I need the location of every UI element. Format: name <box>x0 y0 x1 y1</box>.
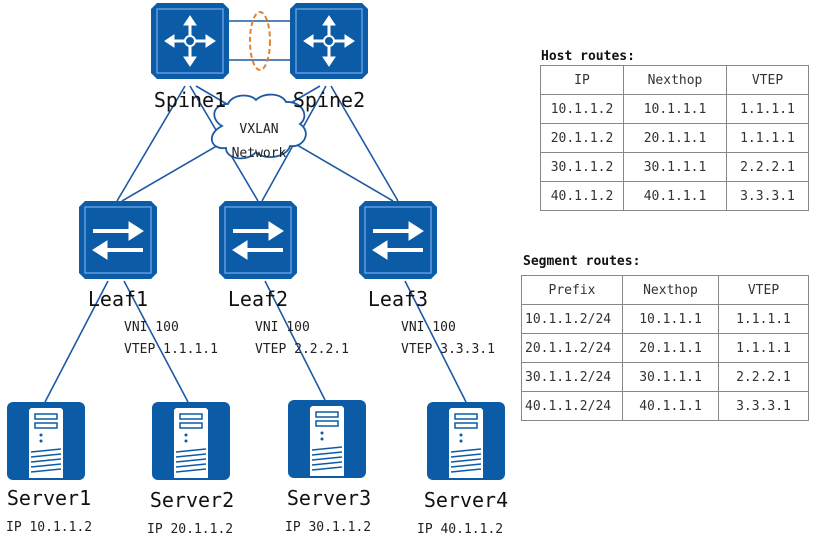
table-cell: 40.1.1.2 <box>540 181 624 211</box>
table-row: 20.1.1.2 20.1.1.1 1.1.1.1 <box>540 123 809 153</box>
table-cell: 1.1.1.1 <box>718 304 809 334</box>
server-1[interactable] <box>6 401 86 481</box>
table-cell: 10.1.1.2 <box>540 94 624 124</box>
server-icon <box>6 401 86 481</box>
core-switch-icon <box>288 1 370 81</box>
link-leaf1-server2 <box>123 280 189 403</box>
spine-2[interactable] <box>288 1 370 81</box>
table-row: 40.1.1.2 40.1.1.1 3.3.3.1 <box>540 181 809 211</box>
table-row: 40.1.1.2/24 40.1.1.1 3.3.3.1 <box>521 391 809 421</box>
server-label: Server3 <box>287 486 371 510</box>
server-3[interactable] <box>287 399 367 479</box>
network-label-line1: VXLAN <box>239 122 278 137</box>
leaf-1[interactable] <box>77 199 159 281</box>
table-cell: 20.1.1.1 <box>622 333 719 363</box>
leaf-vtep: VTEP 1.1.1.1 <box>124 342 218 357</box>
leaf-label: Leaf3 <box>368 287 428 311</box>
link-leaf1-server1 <box>44 280 109 403</box>
stack-link-ellipse <box>249 11 271 71</box>
table-cell: 10.1.1.1 <box>622 304 719 334</box>
table-row: 10.1.1.2 10.1.1.1 1.1.1.1 <box>540 94 809 124</box>
leaf-vni: VNI 100 <box>401 320 456 335</box>
table-cell: 10.1.1.1 <box>623 94 727 124</box>
server-ip: IP 40.1.1.2 <box>417 522 503 537</box>
column-header: Nexthop <box>623 65 727 95</box>
table-cell: 2.2.2.1 <box>726 152 809 182</box>
spine-label: Spine1 <box>154 88 226 112</box>
table-cell: 40.1.1.1 <box>623 181 727 211</box>
table-cell: 1.1.1.1 <box>718 333 809 363</box>
segment-routes-table: Prefix Nexthop VTEP 10.1.1.2/24 10.1.1.1… <box>521 275 809 421</box>
table-row: 30.1.1.2/24 30.1.1.1 2.2.2.1 <box>521 362 809 392</box>
server-icon <box>426 401 506 481</box>
table-cell: 2.2.2.1 <box>718 362 809 392</box>
leaf-vni: VNI 100 <box>255 320 310 335</box>
table-cell: 10.1.1.2/24 <box>521 304 623 334</box>
host-routes-table: IP Nexthop VTEP 10.1.1.2 10.1.1.1 1.1.1.… <box>540 65 809 211</box>
access-switch-icon <box>357 199 439 281</box>
cloud-icon: VXLAN Network <box>211 93 307 161</box>
leaf-2[interactable] <box>217 199 299 281</box>
leaf-label: Leaf1 <box>88 287 148 311</box>
table-cell: 20.1.1.2 <box>540 123 624 153</box>
server-label: Server2 <box>150 488 234 512</box>
core-switch-icon <box>149 1 231 81</box>
access-switch-icon <box>77 199 159 281</box>
table-cell: 30.1.1.2 <box>540 152 624 182</box>
link-spine1-leaf1 <box>116 85 186 202</box>
server-ip: IP 10.1.1.2 <box>6 520 92 535</box>
table-cell: 20.1.1.2/24 <box>521 333 623 363</box>
table-row: 10.1.1.2/24 10.1.1.1 1.1.1.1 <box>521 304 809 334</box>
link-spine2-leaf3 <box>330 85 399 202</box>
spine-label: Spine2 <box>293 88 365 112</box>
server-label: Server4 <box>424 488 508 512</box>
table-cell: 40.1.1.1 <box>622 391 719 421</box>
column-header: VTEP <box>718 275 809 305</box>
table-row: 30.1.1.2 30.1.1.1 2.2.2.1 <box>540 152 809 182</box>
server-icon <box>151 401 231 481</box>
spine-1[interactable] <box>149 1 231 81</box>
server-ip: IP 20.1.1.2 <box>147 522 233 537</box>
table-row: 20.1.1.2/24 20.1.1.1 1.1.1.1 <box>521 333 809 363</box>
table-cell: 3.3.3.1 <box>718 391 809 421</box>
server-4[interactable] <box>426 401 506 481</box>
link-leaf2-server3 <box>264 280 326 401</box>
column-header: Nexthop <box>622 275 719 305</box>
table-cell: 30.1.1.2/24 <box>521 362 623 392</box>
table-cell: 20.1.1.1 <box>623 123 727 153</box>
leaf-3[interactable] <box>357 199 439 281</box>
leaf-vtep: VTEP 3.3.3.1 <box>401 342 495 357</box>
column-header: Prefix <box>521 275 623 305</box>
table-header-row: IP Nexthop VTEP <box>540 65 809 95</box>
column-header: VTEP <box>726 65 809 95</box>
server-label: Server1 <box>7 486 91 510</box>
column-header: IP <box>540 65 624 95</box>
network-label-line2: Network <box>232 146 287 161</box>
table-cell: 1.1.1.1 <box>726 94 809 124</box>
table-cell: 30.1.1.1 <box>623 152 727 182</box>
server-2[interactable] <box>151 401 231 481</box>
table-header-row: Prefix Nexthop VTEP <box>521 275 809 305</box>
leaf-label: Leaf2 <box>228 287 288 311</box>
server-ip: IP 30.1.1.2 <box>285 520 371 535</box>
leaf-vtep: VTEP 2.2.2.1 <box>255 342 349 357</box>
leaf-vni: VNI 100 <box>124 320 179 335</box>
host-routes-title: Host routes: <box>541 49 635 64</box>
table-cell: 3.3.3.1 <box>726 181 809 211</box>
table-cell: 40.1.1.2/24 <box>521 391 623 421</box>
segment-routes-title: Segment routes: <box>523 254 641 269</box>
table-cell: 1.1.1.1 <box>726 123 809 153</box>
table-cell: 30.1.1.1 <box>622 362 719 392</box>
access-switch-icon <box>217 199 299 281</box>
server-icon <box>287 399 367 479</box>
link-leaf3-server4 <box>404 280 467 403</box>
